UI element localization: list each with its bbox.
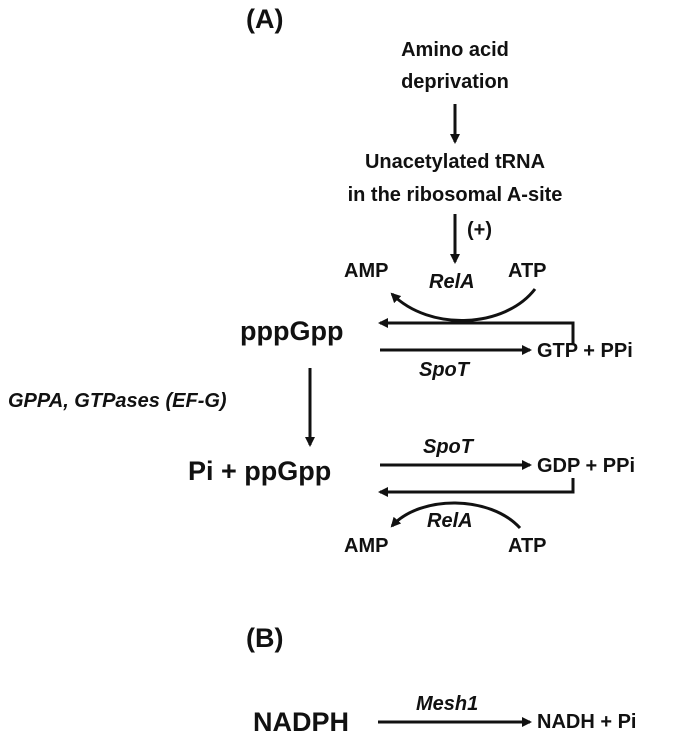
deprivation-label: deprivation <box>401 71 509 93</box>
gdp-ppi-label: GDP + PPi <box>537 455 636 477</box>
arrow-bottom-rela-curve <box>390 501 522 530</box>
ppgpp-label: Pi + ppGpp <box>188 456 332 486</box>
nadh-pi-label: NADH + Pi <box>537 711 637 733</box>
arrow-top-rela-curve <box>390 288 537 322</box>
panel-a-label: (A) <box>246 4 284 34</box>
bottom-atp-label: ATP <box>508 535 547 557</box>
side-enzymes-label: GPPA, GTPases (EF-G) <box>8 390 227 412</box>
panel-b-label: (B) <box>246 623 284 653</box>
top-atp-label: ATP <box>508 260 547 282</box>
top-amp-label: AMP <box>344 260 389 282</box>
nadph-label: NADPH <box>253 707 350 737</box>
arrow-gtp-to-pppgpp <box>378 318 575 345</box>
top-rela-label: RelA <box>429 271 475 293</box>
arrow-gdp-to-ppgpp <box>378 478 575 497</box>
spot-upper-label: SpoT <box>419 359 469 381</box>
amino-acid-label: Amino acid <box>401 39 509 61</box>
spot-lower-label: SpoT <box>423 436 473 458</box>
bottom-rela-label: RelA <box>427 510 473 532</box>
activation-plus-label: (+) <box>467 219 492 241</box>
pppgpp-label: pppGpp <box>240 316 344 346</box>
bottom-amp-label: AMP <box>344 535 389 557</box>
trna-label-line2: in the ribosomal A-site <box>347 184 563 206</box>
mesh1-label: Mesh1 <box>416 693 479 715</box>
trna-label-line1: Unacetylated tRNA <box>364 151 546 173</box>
gtp-ppi-label: GTP + PPi <box>537 340 633 362</box>
